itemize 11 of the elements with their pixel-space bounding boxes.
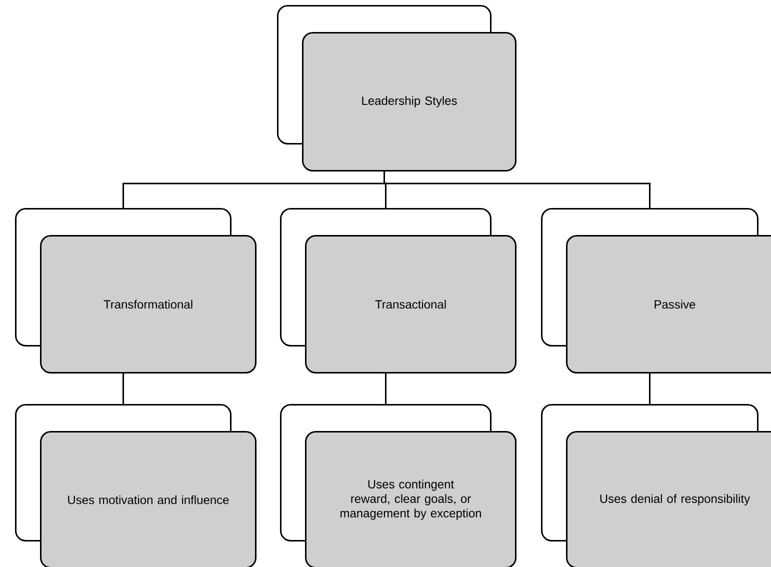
connector-line xyxy=(649,374,650,404)
process-box: Uses motivation and influence xyxy=(15,404,256,567)
connector-line xyxy=(384,172,650,208)
connector-line xyxy=(385,374,386,404)
process-box: Transformational xyxy=(15,208,256,374)
process-box: Transactional xyxy=(280,208,516,374)
connector-line xyxy=(122,374,124,404)
process-box: Leadership Styles xyxy=(277,5,516,172)
process-box: Uses denial of responsibility xyxy=(541,404,771,567)
process-box: Passive xyxy=(541,208,771,374)
process-box: Uses contingent reward, clear goals, or management by exception xyxy=(280,404,516,567)
